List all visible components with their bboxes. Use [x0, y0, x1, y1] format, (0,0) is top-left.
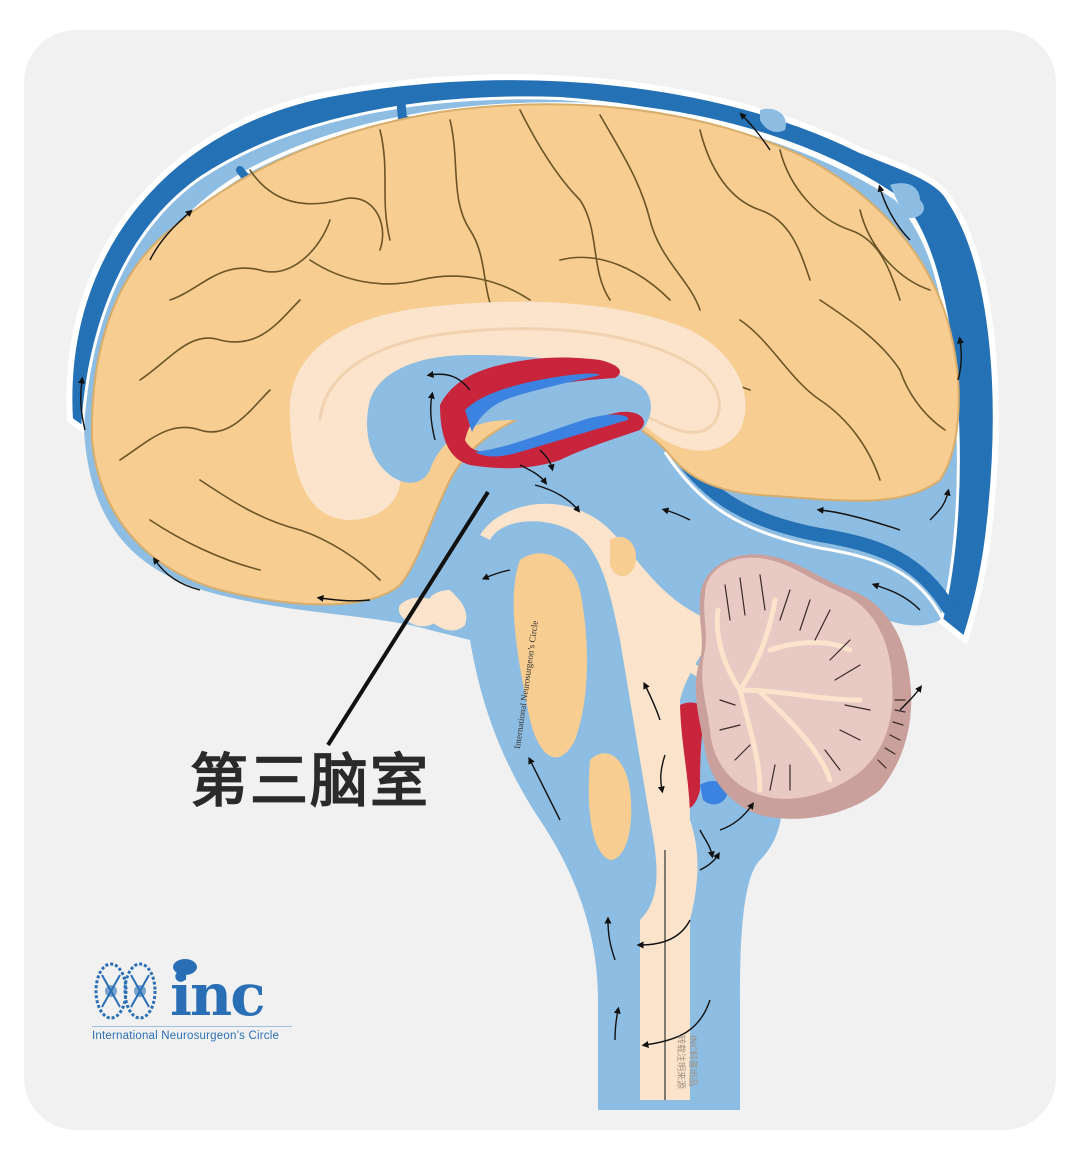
logo-brain-icon	[94, 962, 157, 1020]
dural-sinus	[66, 74, 999, 646]
inc-logo: inc International Neurosurgeon’s Circle	[92, 958, 297, 1048]
logo-speech-bubble-icon	[173, 959, 197, 980]
label-pointer-line	[326, 490, 490, 747]
third-ventricle-label: 第三脑室	[190, 747, 431, 815]
logo-caption: International Neurosurgeon’s Circle	[92, 1030, 280, 1042]
csf-flow-arrows	[78, 112, 964, 1048]
spinal-watermark-line2: 转载注明来源	[675, 1035, 685, 1090]
spinal-watermark-line1: INC科普出品	[687, 1035, 697, 1087]
lateral-ventricle	[367, 355, 651, 483]
logo-letters: inc	[170, 961, 266, 1029]
logo-divider	[92, 1026, 292, 1027]
cerebellum	[695, 554, 912, 819]
